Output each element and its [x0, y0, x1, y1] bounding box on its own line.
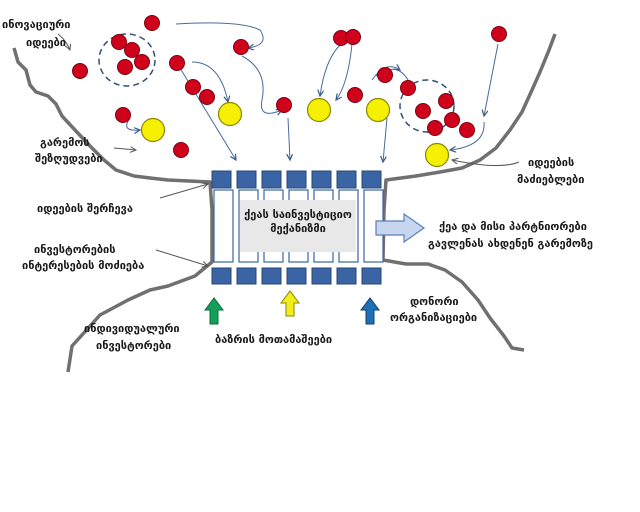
idea-dot	[185, 79, 201, 95]
idea-dot	[173, 142, 189, 158]
idea-dot	[144, 15, 160, 31]
innovative-ideas-label-2: იდეები	[26, 36, 66, 49]
bottom-filter-bar	[211, 267, 382, 285]
idea-dot	[199, 89, 215, 105]
idea-dot	[427, 120, 443, 136]
idea-dot	[124, 42, 140, 58]
idea-dot	[169, 55, 185, 71]
idea-dot	[377, 67, 393, 83]
idea-dot	[115, 107, 131, 123]
green-up-arrow	[204, 297, 224, 325]
idea-dot	[459, 122, 475, 138]
market-demands-label: ბაზრის მოთამაშეები	[215, 333, 332, 346]
idea-cluster-right	[399, 79, 455, 133]
partner-output-label-1: ქეა და მისი პარტნიორები	[439, 220, 587, 233]
yellow-ideas	[140, 97, 450, 168]
donor-organizations-label-2: ორგანიზაციები	[390, 311, 477, 324]
environment-boundary-left	[12, 47, 214, 373]
idea-flow-arrows	[126, 22, 499, 162]
mechanism-label-line1: ქეას საინვესტიციო	[244, 208, 352, 221]
idea-dot	[347, 87, 363, 103]
idea-sources-label-2: მაძიებლები	[517, 173, 584, 186]
idea-selection-label: იდეების შერჩევა	[37, 202, 133, 215]
label-pointers	[57, 33, 520, 266]
idea-dot	[134, 54, 150, 70]
mechanism-label-line2: მექანიზმი	[270, 222, 326, 235]
investment-mechanism: ქეას საინვესტიციო მექანიზმი	[211, 170, 384, 285]
innovative-ideas-label-1: ინოვაციური	[2, 18, 71, 31]
red-ideas	[72, 15, 507, 158]
output-arrow	[375, 212, 426, 244]
idea-cluster-left	[98, 33, 156, 87]
idea-dot	[233, 39, 249, 55]
idea-dot	[415, 103, 431, 119]
idea-dot	[306, 97, 332, 123]
environment-boundary-right	[381, 33, 557, 352]
idea-dot	[365, 97, 391, 123]
partner-output-label-2: გავლენას ახდენენ გარემოზე	[428, 237, 593, 250]
investor-interests-label-1: ინვესტორების	[34, 243, 115, 256]
idea-dot	[72, 63, 88, 79]
donor-organizations-label-1: დონორი	[410, 295, 459, 308]
idea-dot	[491, 26, 507, 42]
blue-up-arrow	[360, 297, 380, 325]
idea-dot	[438, 93, 454, 109]
individual-investors-label-1: ინდივიდუალური	[84, 322, 180, 335]
yellow-up-arrow	[280, 290, 300, 317]
idea-dot	[217, 101, 243, 127]
idea-dot	[111, 34, 127, 50]
idea-dot	[140, 117, 166, 143]
idea-sources-label-1: იდეების	[528, 156, 574, 169]
idea-dot	[444, 112, 460, 128]
idea-dot	[424, 142, 450, 168]
top-filter-bar	[211, 170, 382, 189]
idea-dot	[276, 97, 292, 113]
idea-dot	[400, 80, 416, 96]
environment-constraints-label-2: შეზღუდვები	[35, 152, 103, 165]
individual-investors-label-2: ინვესტორები	[96, 339, 171, 352]
idea-dot	[345, 29, 361, 45]
environment-constraints-label-1: გარემოს	[40, 136, 90, 149]
investor-interests-label-2: ინტერესების მოძიება	[22, 259, 144, 272]
idea-dot	[117, 59, 133, 75]
mechanism-core	[240, 200, 356, 252]
